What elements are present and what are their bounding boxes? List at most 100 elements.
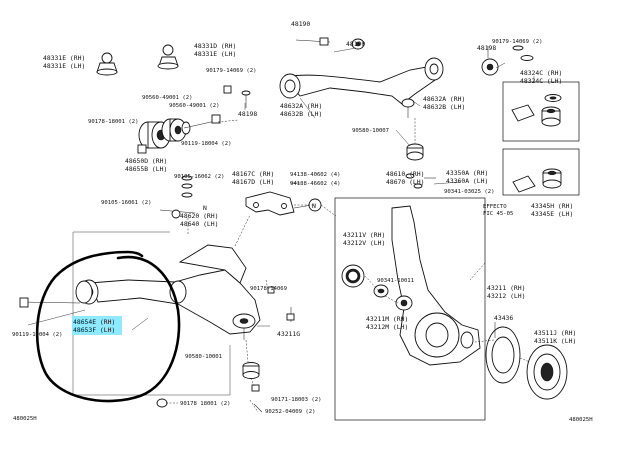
- label: 48190: [291, 20, 310, 28]
- label: 48670 (LH): [386, 178, 424, 186]
- lower-arm-bushing-set: [138, 118, 191, 149]
- label: 90171-18003 (2): [271, 397, 322, 403]
- label: 48198: [238, 110, 257, 118]
- bushing-part: [541, 106, 561, 127]
- pad-part: [511, 104, 535, 122]
- washer-part: [544, 94, 562, 102]
- label: 90560-49001 (2): [142, 95, 193, 101]
- label: 43211V (RH): [343, 231, 385, 239]
- nut-90178-14069: [267, 286, 275, 294]
- stud-43211: [286, 307, 295, 322]
- label: 480025H: [13, 416, 37, 422]
- label: 43511J (RH): [534, 329, 576, 337]
- label: 90341-03025 (2): [444, 189, 495, 195]
- label: 48190: [346, 40, 365, 48]
- label: EFFECTO: [483, 204, 507, 210]
- label: 48167C (RH): [232, 170, 274, 178]
- label: FIC 45-05: [483, 211, 513, 217]
- label: 43345H (RH): [531, 202, 573, 210]
- lower-ball-joint-boot: [242, 362, 260, 379]
- label: 90179-14069 (2): [206, 68, 257, 74]
- label: 90178-14069: [250, 286, 287, 292]
- label: 48198: [477, 44, 496, 52]
- dust-shield-43436: [485, 326, 521, 384]
- brake-plate-43511: [526, 344, 568, 400]
- label: N: [312, 202, 316, 210]
- label: 48331E (LH): [43, 62, 85, 70]
- label: 48650D (RH): [125, 157, 167, 165]
- strut-bar-bracket: [245, 191, 322, 216]
- bushing-small-stack: [181, 175, 193, 198]
- label: 43350A (RH): [446, 169, 488, 177]
- label: 48632B (LH): [280, 110, 322, 118]
- label: 48653F (LH): [73, 326, 115, 334]
- stud-48198: [241, 90, 251, 108]
- lower-bushing-inset-box: [502, 148, 580, 196]
- upper-bushing-inset-box: [502, 81, 580, 142]
- upper-ball-joint-boot: [406, 143, 424, 161]
- label: 43360A (LH): [446, 177, 488, 185]
- label: 48331E (LH): [194, 50, 236, 58]
- bushing-cap-48331: [157, 44, 179, 70]
- label: 90105-16061 (2): [101, 200, 152, 206]
- upper-bushing-part: [351, 38, 365, 50]
- label: 90341-10011: [377, 278, 414, 284]
- label: 43212 (LH): [487, 292, 525, 300]
- label: 43211 (RH): [487, 284, 525, 292]
- cap-part: [481, 58, 499, 76]
- cotter-90252: [253, 403, 263, 413]
- label: 48324C (RH): [520, 69, 562, 77]
- label: 94138-46602 (4): [290, 181, 341, 187]
- label: 43511K (LH): [534, 337, 576, 345]
- label: 94138-40602 (4): [290, 172, 341, 178]
- steering-knuckle-group-box: [334, 197, 486, 421]
- label: 48654E (RH): [73, 318, 115, 326]
- pad-part-2: [512, 175, 536, 193]
- label: 90560-49001 (2): [169, 103, 220, 109]
- nut-90179: [223, 85, 232, 94]
- label: 90119-18004 (2): [181, 141, 232, 147]
- bushing-stack-right: [512, 45, 534, 61]
- leader-lines: [27, 47, 535, 413]
- bushing-part-2: [542, 168, 562, 189]
- oil-seal-43211: [341, 264, 365, 288]
- label: 43436: [494, 314, 513, 322]
- hand-drawn-circle-annotation: [35, 250, 181, 403]
- bearing-90341: [373, 284, 389, 298]
- label: 90580-10007: [352, 128, 389, 134]
- bolt-90119-lower: [19, 297, 81, 308]
- part-labels: 48190 48190 90179-14069 (2) 48198 48324C…: [12, 20, 593, 423]
- label: 90105-16062 (2): [174, 174, 225, 180]
- part-number-highlight: [72, 316, 122, 335]
- label: 43212V (LH): [343, 239, 385, 247]
- bushing-48654: [75, 280, 93, 304]
- label: 90178 18001 (2): [180, 401, 231, 407]
- label: 90580-10001: [185, 354, 222, 360]
- label: 43211G: [277, 330, 300, 338]
- upper-control-arm: [279, 57, 444, 118]
- label: 48331D (RH): [194, 42, 236, 50]
- label: 480025H: [569, 417, 593, 423]
- label: 48331E (RH): [43, 54, 85, 62]
- label: 90179-14069 (2): [492, 39, 543, 45]
- label: 48632A (RH): [423, 95, 465, 103]
- label: 48610 (RH): [386, 170, 424, 178]
- label: 48640 (LH): [180, 220, 218, 228]
- label: 48324C (LH): [520, 77, 562, 85]
- bushing-cap-48331-2: [96, 52, 118, 76]
- steering-knuckle: [391, 205, 481, 366]
- label: 90119-10004 (2): [12, 332, 63, 338]
- nut-48620: [171, 209, 181, 219]
- label: 90252-04009 (2): [265, 409, 316, 415]
- washer-90178: [156, 398, 168, 408]
- label: 43211M (RH): [366, 315, 408, 323]
- upper-bolt-48190: [295, 37, 331, 46]
- nut-90171: [251, 384, 260, 392]
- label: 48632A (RH): [280, 102, 322, 110]
- label: N: [203, 204, 207, 212]
- label: 43212M (LH): [366, 323, 408, 331]
- bearing-43211M: [395, 295, 413, 311]
- label: 48632B (LH): [423, 103, 465, 111]
- label: 43345E (LH): [531, 210, 573, 218]
